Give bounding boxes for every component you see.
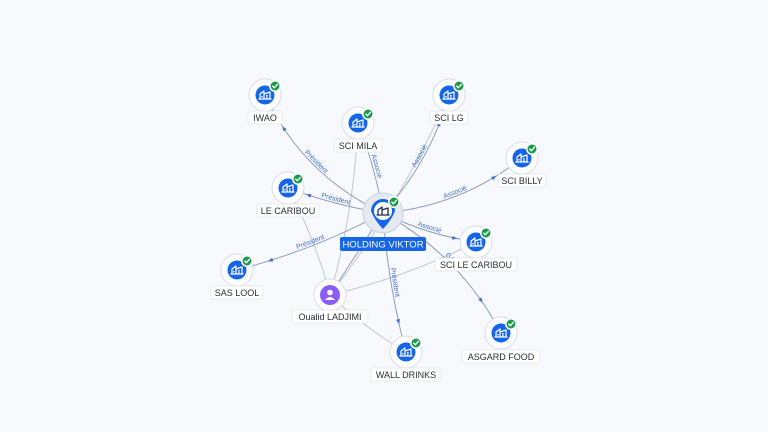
- center-company-label[interactable]: HOLDING VIKTOR: [340, 237, 426, 251]
- edge-arrow-sci-le-caribou: [451, 235, 458, 240]
- company-node-wall-drinks[interactable]: [389, 335, 423, 369]
- company-label-text: WALL DRINKS: [376, 370, 436, 380]
- edge-label-sci-mila: Associé: [369, 154, 382, 180]
- company-label-asgard-food[interactable]: ASGARD FOOD: [461, 349, 541, 364]
- verified-check-icon: [410, 337, 422, 349]
- company-label-sas-lool[interactable]: SAS LOOL: [210, 285, 264, 300]
- verified-check-icon: [480, 227, 492, 239]
- verified-check-icon: [453, 80, 465, 92]
- edge-arrow-asgard-food: [478, 297, 483, 303]
- company-label-text: LE CARIBOU: [261, 206, 316, 216]
- edge-label-le-caribou: Président: [321, 192, 351, 206]
- company-node-sci-lg[interactable]: [432, 78, 466, 112]
- company-label-text: SCI LE CARIBOU: [440, 260, 512, 270]
- company-node-sci-billy[interactable]: [505, 141, 539, 175]
- company-node-sci-mila[interactable]: [341, 106, 375, 140]
- company-label-text: ASGARD FOOD: [468, 352, 535, 362]
- edge-label-sci-lg: Associé: [411, 144, 429, 169]
- company-node-sci-le-caribou[interactable]: [459, 225, 493, 259]
- company-label-iwao[interactable]: IWAO: [247, 110, 283, 125]
- edge-arrow-wall-drinks: [396, 318, 400, 325]
- company-label-le-caribou[interactable]: LE CARIBOU: [256, 203, 320, 218]
- verified-check-icon: [241, 255, 253, 267]
- company-label-text: SCI LG: [434, 113, 464, 123]
- person-icon: [325, 289, 335, 300]
- company-building-icon: [376, 206, 390, 216]
- person-label[interactable]: Oualid LADJIMI: [291, 309, 369, 324]
- company-label-wall-drinks[interactable]: WALL DRINKS: [370, 367, 442, 382]
- center-company-label-text: HOLDING VIKTOR: [342, 240, 423, 251]
- verified-check-icon: [388, 196, 400, 208]
- edge-label-sci-le-caribou: Associé: [417, 221, 443, 235]
- company-node-iwao[interactable]: [248, 78, 282, 112]
- edge-arrow-sas-lool: [267, 257, 274, 262]
- edge-arrow-iwao: [282, 126, 287, 132]
- company-label-sci-mila[interactable]: SCI MILA: [333, 138, 383, 153]
- edge-arrow-le-caribou: [306, 194, 312, 198]
- company-label-sci-le-caribou[interactable]: SCI LE CARIBOU: [434, 257, 518, 272]
- company-label-text: SCI MILA: [339, 141, 378, 151]
- company-node-sas-lool[interactable]: [220, 253, 254, 287]
- person-node[interactable]: [313, 278, 347, 312]
- verified-check-icon: [505, 318, 517, 330]
- center-company-node[interactable]: [362, 192, 404, 234]
- company-label-text: IWAO: [253, 113, 277, 123]
- verified-check-icon: [292, 173, 304, 185]
- company-node-le-caribou[interactable]: [271, 171, 305, 205]
- edge-label-sci-billy: Associé: [443, 185, 468, 201]
- edge-arrow-sci-billy: [491, 175, 497, 181]
- company-label-text: SCI BILLY: [501, 176, 542, 186]
- verified-check-icon: [269, 80, 281, 92]
- person-label-text: Oualid LADJIMI: [298, 312, 361, 322]
- person-edge-sci-le-caribou: [329, 241, 477, 296]
- company-node-asgard-food[interactable]: [484, 316, 518, 350]
- company-label-sci-lg[interactable]: SCI LG: [429, 110, 469, 125]
- company-label-sci-billy[interactable]: SCI BILLY: [497, 173, 547, 188]
- verified-check-icon: [526, 143, 538, 155]
- company-label-text: SAS LOOL: [215, 288, 260, 298]
- verified-check-icon: [362, 108, 374, 120]
- nodes-layer: IWAO SCI MILA SCI LG SCI BILLY LE CARIBOU SCI…: [210, 78, 547, 382]
- edge-label-iwao: Président: [303, 149, 329, 175]
- edge-label-wall-drinks: Président: [389, 267, 401, 297]
